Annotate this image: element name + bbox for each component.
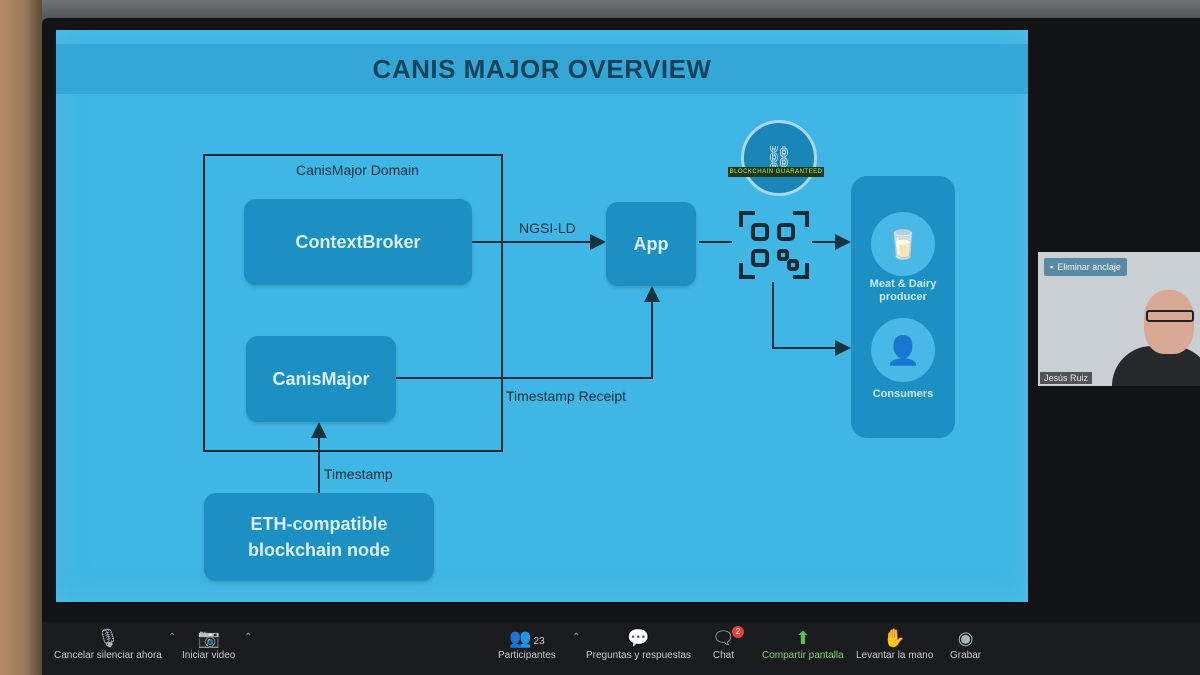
ngsi-label: NGSI-LD [519, 220, 576, 236]
mic-muted-icon: 🎙 [96, 628, 120, 648]
participants-button[interactable]: 👥23 Participantes ⌃ [498, 628, 580, 661]
producer-label: Meat & Dairy producer [869, 278, 937, 303]
qa-icon: 💬 [627, 628, 650, 648]
share-screen-button[interactable]: ⬆ Compartir pantalla [762, 628, 844, 661]
canismajor-domain-box [203, 154, 503, 452]
badge-strip: BLOCKCHAIN GUARANTEED [728, 167, 824, 177]
blockchain-badge-icon: ⛓ [741, 120, 817, 196]
chat-label: Chat [712, 650, 734, 661]
qr-code-icon [739, 211, 809, 279]
chat-button[interactable]: 🗨 2 Chat [712, 626, 744, 661]
chevron-up-icon[interactable]: ⌃ [572, 632, 581, 643]
canis-major-node: CanisMajor [246, 336, 396, 422]
chevron-up-icon[interactable]: ⌃ [244, 632, 253, 643]
raise-hand-button[interactable]: ✋ Levantar la mano [856, 628, 933, 661]
context-broker-node: ContextBroker [244, 199, 472, 285]
slide-header: CANIS MAJOR OVERVIEW [56, 44, 1028, 94]
participant-video[interactable]: ▪ Eliminar anclaje Jesús Ruiz [1038, 252, 1200, 386]
room-wall [0, 0, 42, 675]
timestamp-label: Timestamp [324, 466, 393, 482]
consumers-label: Consumers [872, 388, 934, 400]
chevron-up-icon[interactable]: ⌃ [168, 632, 177, 643]
participant-glasses [1146, 310, 1194, 322]
record-button[interactable]: ◉ Grabar [950, 628, 981, 661]
person-icon: 👤 [871, 318, 935, 382]
receipt-label: Timestamp Receipt [506, 388, 627, 404]
mute-button[interactable]: 🎙 Cancelar silenciar ahora ⌃ [54, 628, 176, 661]
start-video-button[interactable]: 📷 Iniciar video ⌃ [182, 628, 252, 661]
remove-pin-label: Eliminar anclaje [1057, 262, 1121, 272]
share-label: Compartir pantalla [762, 650, 844, 661]
chat-icon: 🗨 [712, 628, 735, 648]
meeting-toolbar: 🎙 Cancelar silenciar ahora ⌃ 📷 Iniciar v… [42, 622, 1200, 675]
consumers-panel: 🥛 👤 [851, 176, 955, 438]
video-label: Iniciar video [182, 650, 236, 661]
qa-label: Preguntas y respuestas [586, 650, 692, 661]
shared-slide: CANIS MAJOR OVERVIEW CanisMajor Domain C… [56, 30, 1028, 602]
eth-node: ETH-compatible blockchain node [204, 493, 434, 581]
slide-title: CANIS MAJOR OVERVIEW [372, 53, 712, 84]
participants-icon: 👥23 [509, 628, 545, 648]
participant-head [1144, 290, 1194, 354]
participants-label: Participantes [498, 650, 556, 661]
app-node: App [606, 202, 696, 286]
arrow-receipt [396, 286, 660, 379]
participant-name: Jesús Ruiz [1040, 372, 1093, 384]
participants-count: 23 [533, 636, 545, 647]
diagram-arrows [311, 234, 851, 493]
chat-badge: 2 [732, 626, 744, 638]
hand-label: Levantar la mano [856, 650, 934, 661]
qa-button[interactable]: 💬 Preguntas y respuestas [586, 628, 691, 661]
arrow-qr-consumers [772, 282, 851, 356]
remove-pin-button[interactable]: ▪ Eliminar anclaje [1044, 258, 1127, 276]
domain-label: CanisMajor Domain [296, 162, 419, 178]
mute-label: Cancelar silenciar ahora [54, 650, 162, 661]
record-icon: ◉ [957, 628, 974, 648]
camera-off-icon: 📷 [197, 628, 220, 648]
hand-icon: ✋ [883, 628, 906, 648]
record-label: Grabar [950, 650, 982, 661]
share-screen-icon: ⬆ [795, 628, 811, 648]
pin-icon: ▪ [1050, 262, 1054, 272]
milk-icon: 🥛 [871, 212, 935, 276]
